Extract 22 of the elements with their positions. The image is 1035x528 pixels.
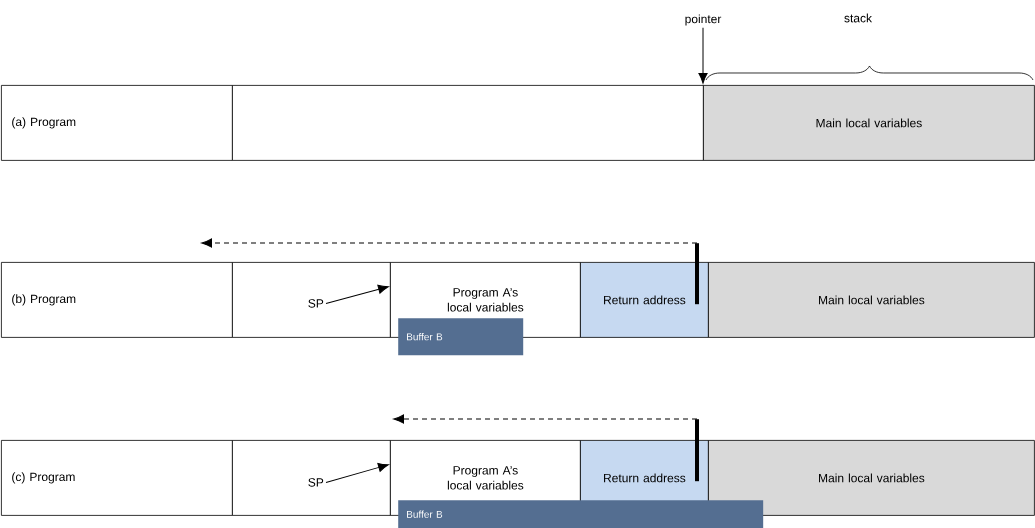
buffer-bar: Buffer B (398, 500, 764, 528)
label-text: stack (844, 13, 873, 23)
dashed-arrow (393, 414, 698, 424)
buffer-bar: Buffer B (398, 318, 524, 356)
memory-cell: (b) Program (1, 262, 233, 338)
memory-cell: (c) Program (1, 440, 233, 516)
memory-cell (232, 262, 391, 338)
arrow (325, 284, 389, 304)
label-text: SP (308, 478, 324, 487)
marker-bar (695, 243, 699, 305)
memory-cell: Main local variables (703, 85, 1035, 161)
arrow (698, 27, 708, 84)
marker-bar (695, 419, 699, 482)
dashed-arrow (201, 238, 698, 248)
memory-cell: Return address (580, 262, 709, 338)
arrow (325, 462, 389, 483)
memory-cell: (a) Program (1, 85, 233, 161)
memory-cell (232, 440, 391, 516)
memory-cell: Main local variables (708, 262, 1035, 338)
label-text: SP (308, 299, 324, 308)
label-text: pointer (685, 14, 722, 26)
memory-cell: Main local variables (708, 440, 1035, 516)
